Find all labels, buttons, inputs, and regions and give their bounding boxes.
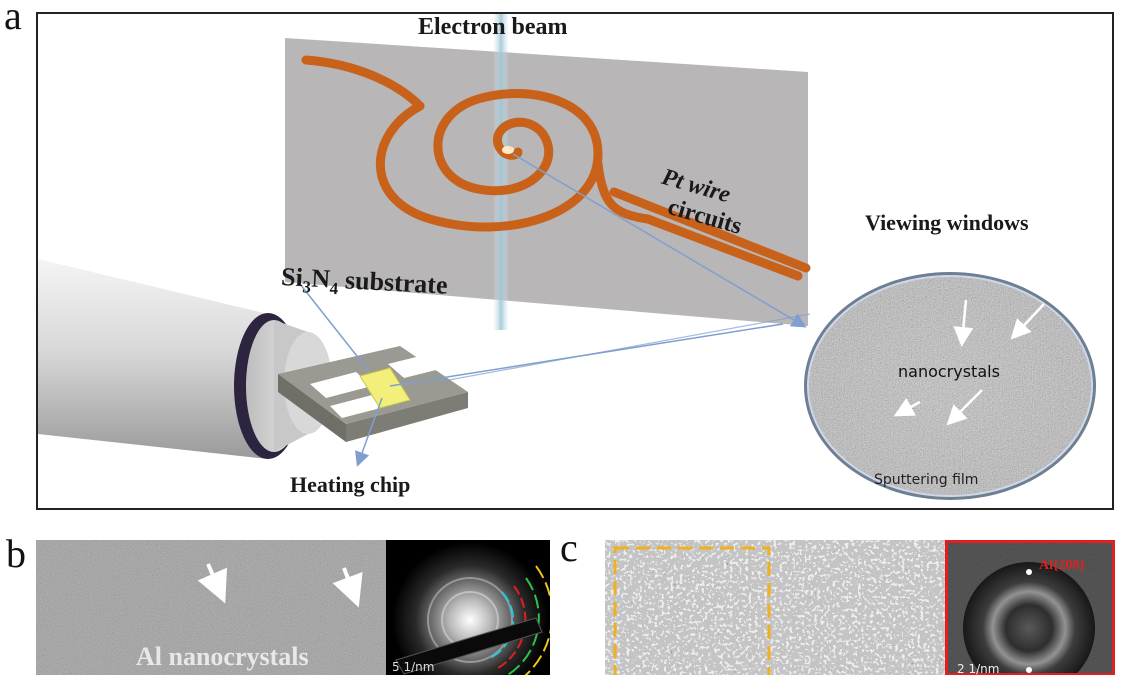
panel-a-schematic: Electron beam Pt wire circuits Si3N4 sub… (36, 12, 1114, 510)
panel-c-hrtem-image: Al{200} 2 1/nm (605, 540, 1115, 675)
chip-to-substrate-line-left (299, 283, 369, 371)
nanocrystal-arrows (893, 299, 1045, 426)
panel-c-letter: c (560, 525, 578, 570)
chip-to-window-line (437, 313, 811, 383)
electron-beam-label: Electron beam (418, 14, 568, 40)
panel-a-letter: a (4, 0, 22, 38)
sputtering-film-label: Sputtering film (874, 472, 979, 488)
panel-b-letter: b (6, 531, 26, 576)
panel-c-drawing (605, 540, 1115, 675)
panel-b-drawing (36, 540, 550, 675)
electron-beam (494, 14, 508, 330)
spot-to-window-arrow (512, 153, 807, 328)
si3n4-suffix: substrate (337, 265, 449, 300)
fft-spot (1026, 569, 1032, 575)
beam-spot (502, 146, 514, 154)
al-nanocrystals-label: Al nanocrystals (136, 642, 309, 671)
selection-box (613, 546, 771, 675)
heating-chip-pointer (355, 397, 383, 467)
hrtem-noise-texture (605, 540, 945, 675)
panel-b-scale-label: 5 1/nm (392, 660, 435, 674)
heating-chip-label: Heating chip (290, 472, 411, 497)
pt-wire-spiral (301, 55, 811, 281)
tem-noise-texture (36, 540, 386, 675)
panel-b-tem-image: Al nanocrystals 5 1/nm (36, 540, 550, 675)
viewing-windows-label: Viewing windows (865, 210, 1029, 235)
nanocrystals-label: nanocrystals (898, 362, 1000, 381)
si3n4-mid: N (310, 263, 331, 294)
heating-chip-pad (359, 367, 411, 409)
sample-holder-rod (38, 259, 268, 459)
panel-b-arrows (197, 563, 363, 608)
panel-c-scale-label: 2 1/nm (957, 662, 1000, 675)
schematic-drawing (38, 14, 1096, 500)
al200-plane-label: Al{200} (1039, 558, 1086, 573)
beam-stop (395, 617, 543, 675)
viewing-window-film (808, 276, 1092, 496)
si3n4-prefix: Si (280, 262, 304, 293)
